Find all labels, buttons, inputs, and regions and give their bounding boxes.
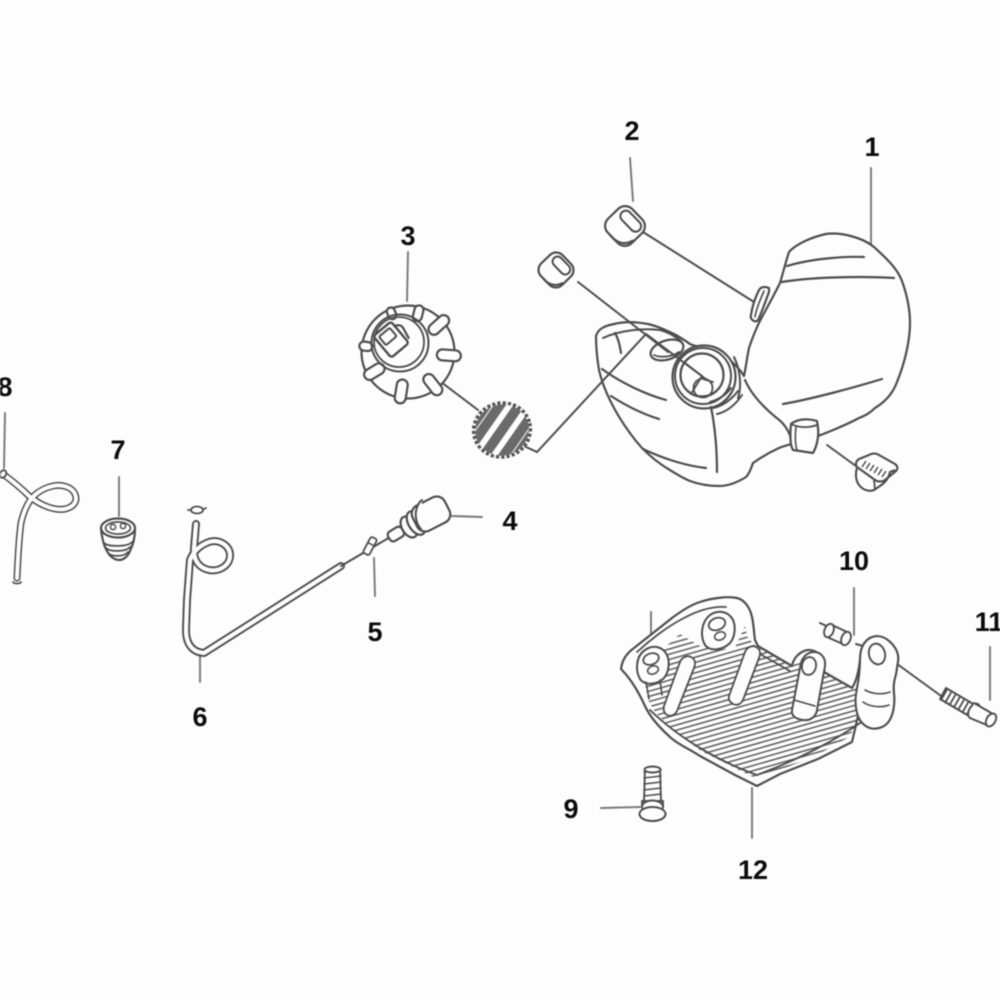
svg-text:2: 2 — [624, 116, 639, 146]
svg-text:8: 8 — [0, 372, 13, 402]
svg-text:3: 3 — [400, 221, 415, 251]
svg-text:5: 5 — [367, 617, 382, 647]
svg-text:1: 1 — [864, 132, 879, 162]
svg-text:10: 10 — [839, 546, 869, 576]
svg-text:11: 11 — [975, 607, 1000, 637]
svg-text:6: 6 — [192, 702, 207, 732]
svg-text:9: 9 — [563, 794, 578, 824]
svg-text:7: 7 — [110, 435, 125, 465]
svg-text:4: 4 — [502, 506, 517, 536]
svg-text:12: 12 — [738, 855, 768, 885]
